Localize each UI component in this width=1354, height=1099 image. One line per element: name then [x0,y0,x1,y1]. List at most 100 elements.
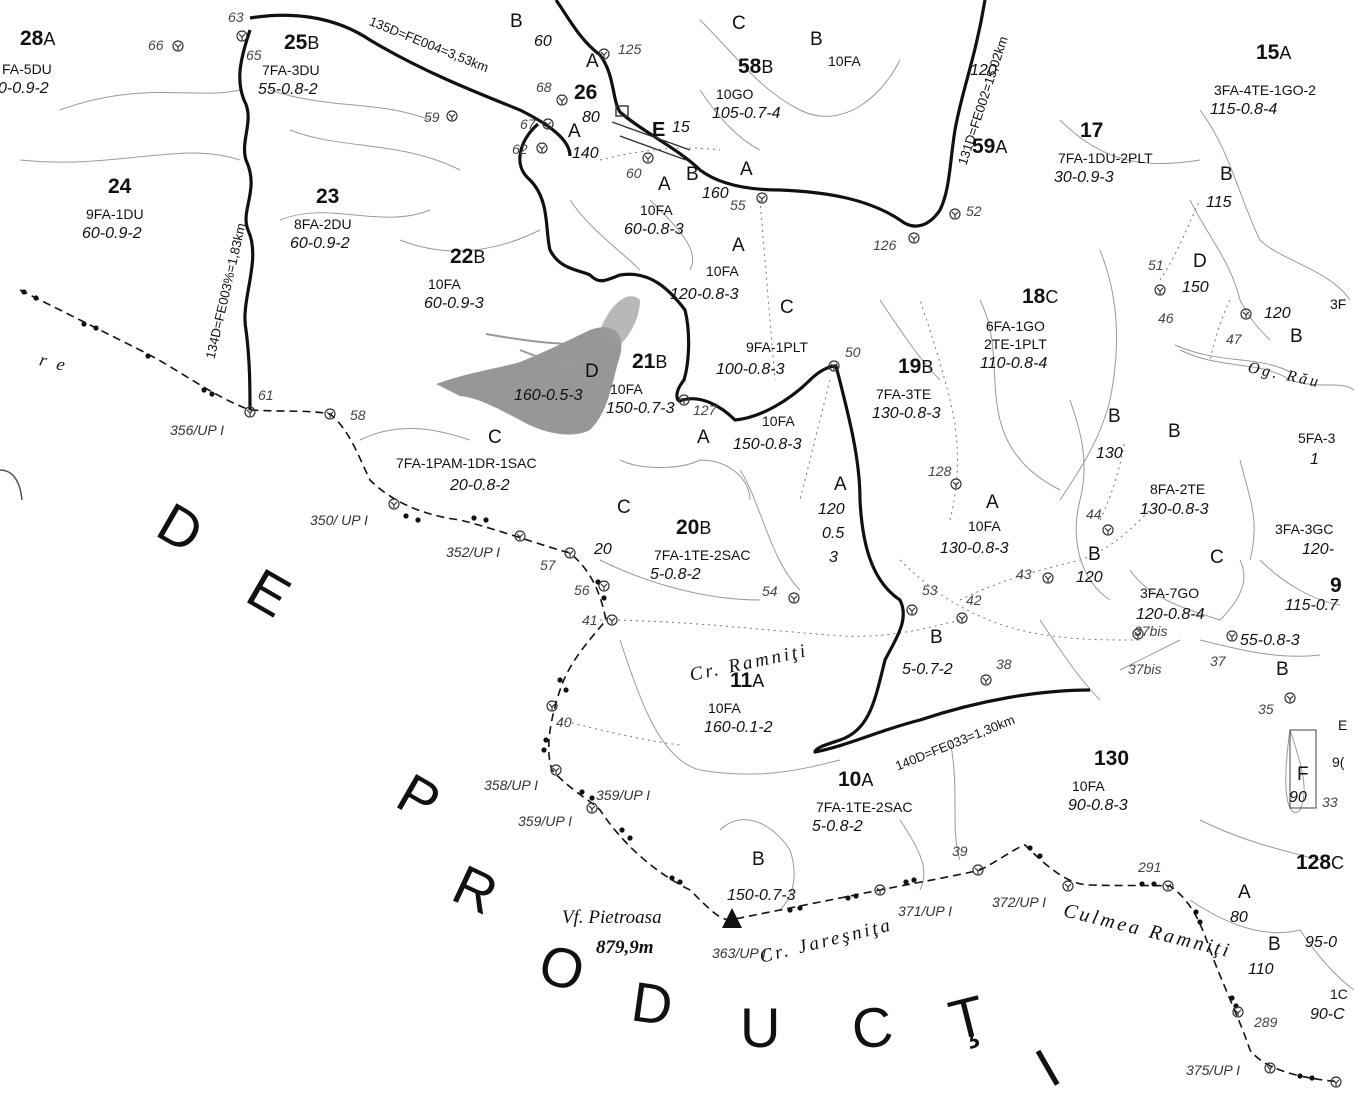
boundary-stone-icon [1042,572,1054,584]
subunit-label: D [1193,251,1207,272]
parcel-id: 28 [20,27,44,50]
boundary-stone-icon [598,580,610,592]
subunit-label: A [732,235,745,256]
boundary-stone-icon [546,700,558,712]
up-boundary-label: 359/UP I [518,813,572,829]
species-composition: 7FA-1DU-2PLT [1058,150,1153,166]
subparcel-letter: C [1331,853,1345,873]
stand-stats: 105-0.7-4 [712,105,781,122]
parcel-number: 23 [316,186,339,207]
species-composition: 7FA-1TE-2SAC [654,547,751,563]
parcel-number: 20B [676,517,711,538]
boundary-marker-number: 41 [582,612,598,628]
boundary-stone-icon [172,40,184,52]
subunit-label: B [930,627,943,648]
boundary-stone-icon [1132,628,1144,640]
subunit-label: B [1268,934,1281,955]
boundary-marker-number: 60 [534,33,552,50]
parcel-id: 24 [108,175,132,198]
parcel-number: 130 [1094,748,1129,769]
boundary-marker-number: 126 [873,237,897,253]
species-composition: 10FA [640,202,673,218]
species-composition: 9( [1332,754,1345,770]
species-composition: 10FA [968,518,1001,534]
subparcel-letter: B [655,352,668,372]
stand-stats: 90-0.8-3 [1068,797,1128,814]
stand-stats: 55-0.8-3 [1240,632,1300,649]
boundary-marker-number: 15 [672,119,690,136]
boundary-marker-number: 128 [928,463,952,479]
subunit-label: B [810,29,823,50]
boundary-marker-number: 40 [556,714,572,730]
boundary-marker-number: 80 [1230,909,1248,926]
subunit-label: A [568,121,581,142]
boundary-marker-number: 37bis [1134,623,1168,639]
stand-stats: 100-0.8-3 [716,361,785,378]
subunit-label: A [834,474,847,495]
subunit-label: B [1220,164,1233,185]
subparcel-letter: A [861,770,874,790]
stand-stats: 115-0.7 [1285,597,1339,614]
boundary-marker-number: 44 [1086,506,1102,522]
species-composition: 7FA-1TE-2SAC [816,799,913,815]
subunit-label: D [585,361,599,382]
stand-stats: 1 [1310,451,1319,468]
subunit-label: C [1210,547,1224,568]
parcel-id: 17 [1080,119,1104,142]
stand-stats: 5-0.7-2 [902,661,953,678]
stand-stats: 150-0.7-3 [606,400,675,417]
stand-stats: 0.5 [822,525,845,542]
stand-stats: 90-C [1310,1006,1345,1023]
parcel-number: 59A [972,136,1007,157]
boundary-stone-icon [1284,692,1296,704]
species-composition: 9 [1330,574,1342,597]
subunit-label: A [658,174,671,195]
boundary-stone-icon [956,612,968,624]
boundary-marker-number: 68 [536,79,552,95]
boundary-marker-number: 47 [1226,331,1242,347]
boundary-marker-number: 150 [1182,279,1209,296]
subunit-label: B [1108,406,1121,427]
subunit-label: C [488,427,502,448]
boundary-marker-number: 42 [966,592,982,608]
species-composition: 10GO [716,86,754,102]
subunit-label: A [740,159,753,180]
parcel-number: 18C [1022,286,1058,307]
boundary-marker-number: 60 [626,165,642,181]
boundary-stone-icon [828,360,840,372]
stand-stats: 120- [1302,541,1335,558]
unit-name-letter: D [627,969,677,1038]
boundary-stone-icon [906,604,918,616]
boundary-stone-icon [586,802,598,814]
subparcel-letter: B [921,357,934,377]
parcel-number: 21B [632,351,667,372]
boundary-stone-icon [324,408,336,420]
parcel-id: 128 [1296,851,1332,874]
parcel-id: 22 [450,245,474,268]
boundary-stone-icon [756,192,768,204]
species-composition: 3FA-7GO [1140,585,1200,601]
parcel-id: 20 [676,516,700,539]
parcel-number: 22B [450,246,485,267]
subunit-label: A [586,51,599,72]
peak-name: Vf. Pietroasa [562,907,662,928]
species-composition: 6FA-1GO 2TE-1PLT [984,318,1047,352]
species-composition: 10FA [428,276,461,292]
boundary-marker-number: 65 [246,47,262,63]
boundary-stone-icon [606,614,618,626]
boundary-marker-number: 125 [618,41,642,57]
parcel-number: 128C [1296,852,1344,873]
subunit-label: A [986,492,999,513]
subparcel-letter: B [307,33,320,53]
parcel-id: 10 [838,768,862,791]
subunit-label: B [1088,544,1101,565]
boundary-marker-number: 120 [1264,305,1291,322]
boundary-stone-icon [514,530,526,542]
boundary-stone-icon [556,94,568,106]
parcel-id: 18 [1022,285,1046,308]
boundary-stone-icon [874,884,886,896]
species-composition: 10FA [762,413,795,429]
peak-elevation: 879,9m [596,937,654,958]
boundary-marker-number: 55 [730,197,746,213]
species-composition: 9FA-1DU [86,206,144,222]
